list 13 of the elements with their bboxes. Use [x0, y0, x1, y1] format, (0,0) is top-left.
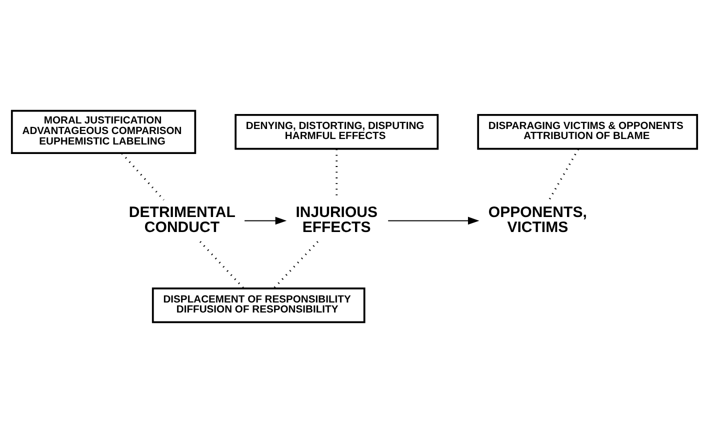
connector — [200, 240, 244, 288]
arrow — [388, 216, 480, 224]
connector — [273, 240, 318, 288]
arrow — [244, 216, 287, 224]
node-box: DISPLACEMENT OF RESPONSIBILITY DIFFUSION OF RESPONSIBILITY — [152, 286, 366, 323]
node-box: MORAL JUSTIFICATION ADVANTAGEOUS COMPARISON EUPHEMISTIC LABELING — [10, 109, 196, 154]
connector — [548, 148, 580, 200]
connector — [121, 152, 164, 200]
node-text: INJURIOUS EFFECTS — [296, 203, 378, 236]
node-text: DETRIMENTAL CONDUCT — [128, 203, 236, 236]
node-box: DISPARAGING VICTIMS & OPPONENTS ATTRIBUTION OF BLAME — [477, 114, 698, 150]
node-text: OPPONENTS, VICTIMS — [488, 203, 587, 236]
node-box: DENYING, DISTORTING, DISPUTING HARMFUL EFFECTS — [234, 114, 439, 150]
